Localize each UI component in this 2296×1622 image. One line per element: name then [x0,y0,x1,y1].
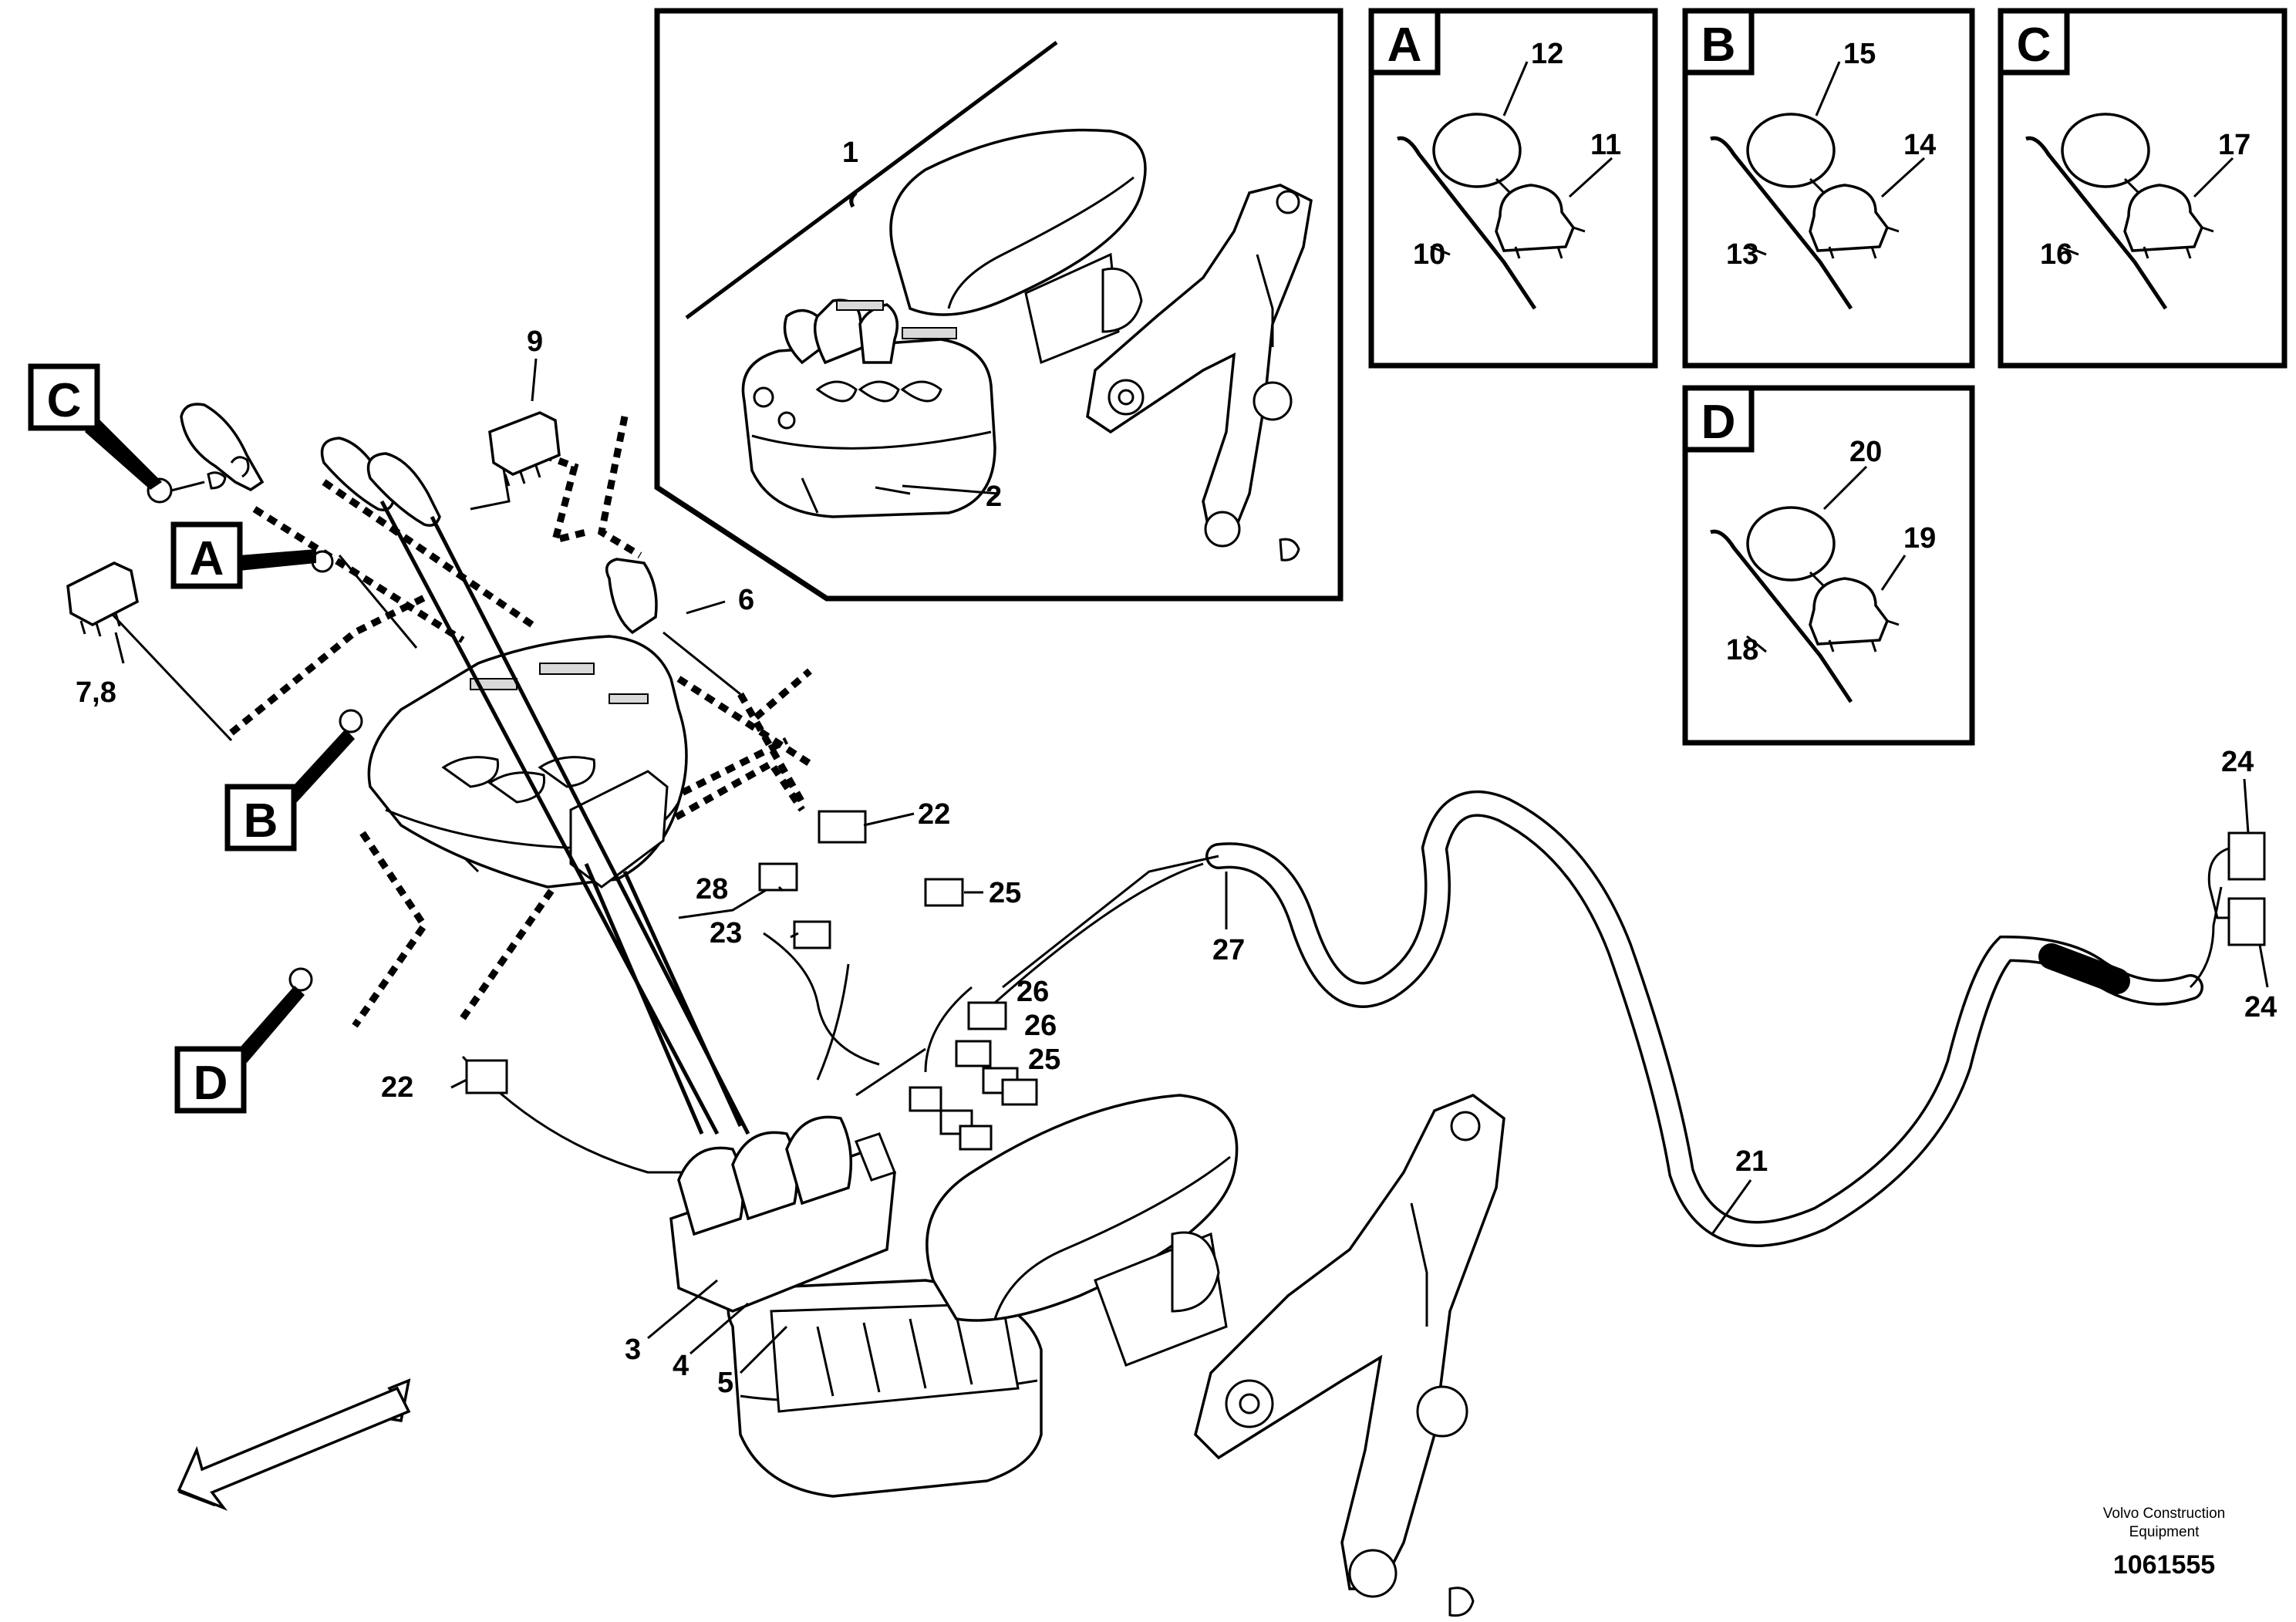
detail-box-c-letter: C [2017,19,2052,72]
connectors [465,810,2266,1151]
dashed-leaders [229,416,812,1028]
callout-24-upper: 24 [2221,746,2254,778]
callout-15: 15 [1843,38,1876,70]
view-marker-b: B [224,729,355,851]
detail-box-a-letter: A [1387,19,1422,72]
callout-25-lower: 25 [1028,1044,1060,1076]
callout-24-lower: 24 [2244,991,2277,1023]
callout-numbers: 1 2 3 4 5 6 7,8 9 10 11 12 13 14 15 16 1… [76,38,2277,1399]
detail-box-c: C [1998,8,2288,369]
document-number: 1061555 [2113,1550,2215,1580]
callout-28: 28 [696,873,728,905]
inset-assembly-view [654,8,1344,602]
lower-console-base [727,1279,1043,1498]
view-marker-d: D [174,986,305,1114]
credit-line-1: Volvo Construction [2103,1506,2225,1522]
inset-control-console [741,298,996,518]
callout-19: 19 [1903,522,1936,555]
callout-5: 5 [717,1367,733,1399]
callout-17: 17 [2218,129,2250,161]
callout-26-lower: 26 [1024,1010,1057,1042]
switch-knobs [66,403,658,992]
callout-6: 6 [738,584,754,616]
detail-box-b: B [1682,8,1975,369]
detail-box-b-letter: B [1701,19,1736,72]
callout-4: 4 [673,1350,689,1382]
svg-text:A: A [190,532,224,585]
callout-25-upper: 25 [989,877,1021,909]
main-mounting-bracket [1194,1094,1505,1617]
callout-10: 10 [1413,238,1445,271]
callout-14: 14 [1903,129,1936,161]
callout-16: 16 [2040,238,2072,271]
credit-line-2: Equipment [2129,1524,2200,1540]
svg-text:C: C [47,374,82,427]
direction-arrow-body [177,1386,411,1511]
view-marker-c: C [28,363,162,490]
callout-23: 23 [710,917,742,949]
view-marker-a: A [170,521,316,589]
detail-box-d-letter: D [1701,396,1736,449]
callout-13: 13 [1726,238,1758,271]
svg-text:B: B [244,794,278,848]
inset-armrest [889,128,1147,365]
callout-leaders [114,61,2269,1374]
callout-1: 1 [842,137,858,169]
detail-box-d: D [1682,385,1975,746]
cable-harness [1002,790,2223,1247]
lever-rods [379,500,750,1135]
callout-3: 3 [625,1334,641,1366]
callout-22-lower: 22 [381,1071,413,1104]
exploded-console-cover [367,635,688,889]
pilot-valve-stack [669,1115,896,1313]
callout-18: 18 [1726,634,1758,666]
svg-text:D: D [194,1057,228,1110]
main-armrest [925,1094,1239,1367]
callout-12: 12 [1531,38,1563,70]
callout-11: 11 [1590,129,1621,161]
callout-2: 2 [986,481,1002,513]
callout-21: 21 [1735,1145,1768,1178]
callout-22-upper: 22 [918,798,950,831]
callout-26-upper: 26 [1017,976,1049,1008]
inset-mounting-bracket [1086,184,1313,561]
callout-9: 9 [527,325,543,358]
detail-box-a: A [1368,8,1658,369]
callout-7-8: 7,8 [76,676,116,709]
callout-20: 20 [1849,436,1882,468]
credit-block: Volvo Construction Equipment 1061555 [2103,1506,2225,1580]
callout-27: 27 [1212,934,1245,966]
